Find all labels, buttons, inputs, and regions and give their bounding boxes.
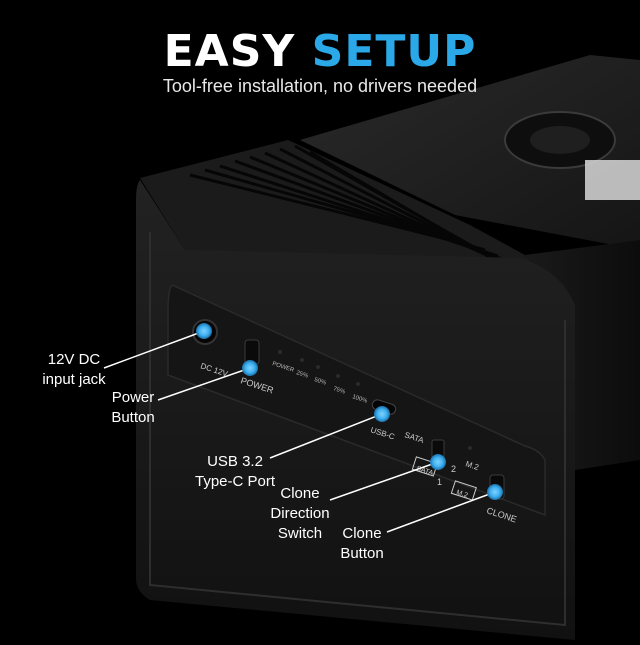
subheadline: Tool-free installation, no drivers neede… <box>162 76 478 96</box>
callout-clone-line2: Button <box>340 545 384 562</box>
callout-clone-button: Clone Button <box>330 524 394 564</box>
callout-usbc-line1: USB 3.2 <box>207 453 263 470</box>
switch-num-1: 1 <box>437 477 442 487</box>
m2-label: M.2 <box>464 459 480 472</box>
callout-power-button: Power Button <box>100 388 166 428</box>
headline: EASY SETUP <box>0 26 640 77</box>
led-row <box>278 350 360 386</box>
callout-power-line2: Button <box>111 409 155 426</box>
led-label-100: 100% <box>351 394 368 405</box>
m2-box-label: M.2 <box>455 489 468 499</box>
callout-dc-line1: 12V DC <box>47 351 101 368</box>
led-label-25: 25% <box>295 370 309 380</box>
marker-dc <box>196 323 212 339</box>
callout-clone-line1: Clone <box>342 525 382 542</box>
headline-part1: EASY <box>163 26 296 77</box>
callout-dc-line2: input jack <box>42 371 106 388</box>
marker-usbc <box>374 406 390 422</box>
callout-power-line1: Power <box>111 389 155 406</box>
callout-usbc: USB 3.2 Type-C Port <box>180 452 290 492</box>
marker-power <box>242 360 258 376</box>
callout-direction-switch: Clone Direction Switch <box>258 484 342 544</box>
callout-direction-line3: Switch <box>277 525 323 542</box>
marker-clone <box>487 484 503 500</box>
right-side <box>525 240 640 470</box>
callout-usbc-line2: Type-C Port <box>194 473 276 490</box>
leader-lines <box>103 330 496 533</box>
top-tray <box>300 55 640 250</box>
led-label-50: 50% <box>313 377 327 387</box>
led-label-75: 75% <box>332 386 346 396</box>
callout-direction-line1: Clone <box>280 485 320 502</box>
marker-direction <box>430 454 446 470</box>
callout-dc-jack: 12V DC input jack <box>28 350 120 390</box>
callout-direction-line2: Direction <box>270 505 330 522</box>
switch-num-2: 2 <box>451 464 456 474</box>
headline-part2: SETUP <box>311 26 477 77</box>
